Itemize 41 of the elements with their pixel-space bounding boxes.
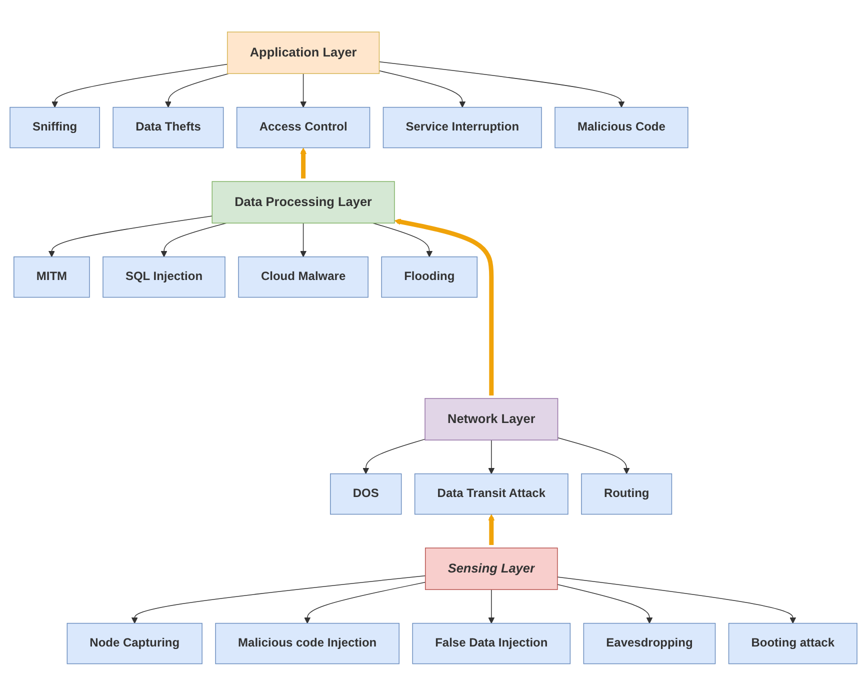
node-box <box>102 256 226 298</box>
arrow <box>378 70 466 108</box>
arrow <box>304 582 426 624</box>
arrow <box>160 222 227 258</box>
node-box <box>424 398 558 441</box>
node-box <box>382 107 542 148</box>
node-box <box>215 623 400 664</box>
node-box <box>554 107 688 148</box>
arrow <box>164 73 230 108</box>
node-box <box>381 256 478 298</box>
node-box <box>66 623 202 664</box>
node-box <box>583 623 716 664</box>
arrow <box>300 73 307 108</box>
arrow <box>557 438 630 474</box>
node-box <box>414 474 568 515</box>
node-box <box>212 181 395 224</box>
node-box <box>14 256 90 298</box>
node-box <box>728 623 858 664</box>
arrow <box>52 64 228 108</box>
node-box <box>227 32 380 74</box>
arrow <box>378 62 625 108</box>
arrow <box>488 589 495 624</box>
node-box <box>581 474 672 515</box>
arrow <box>300 148 307 179</box>
node-box <box>112 107 224 148</box>
arrow <box>300 222 307 258</box>
node-box <box>238 256 368 298</box>
arrow <box>362 438 426 474</box>
arrow <box>48 216 212 258</box>
arrow <box>488 514 495 546</box>
arrow <box>557 576 796 624</box>
node-box <box>236 107 370 148</box>
arrow <box>557 584 653 624</box>
node-box <box>10 107 100 148</box>
node-box <box>330 474 402 515</box>
arrow <box>394 218 494 396</box>
arrow <box>372 222 433 258</box>
node-box <box>425 548 558 590</box>
arrow <box>488 440 495 474</box>
node-box <box>412 623 571 664</box>
arrow <box>131 575 426 624</box>
